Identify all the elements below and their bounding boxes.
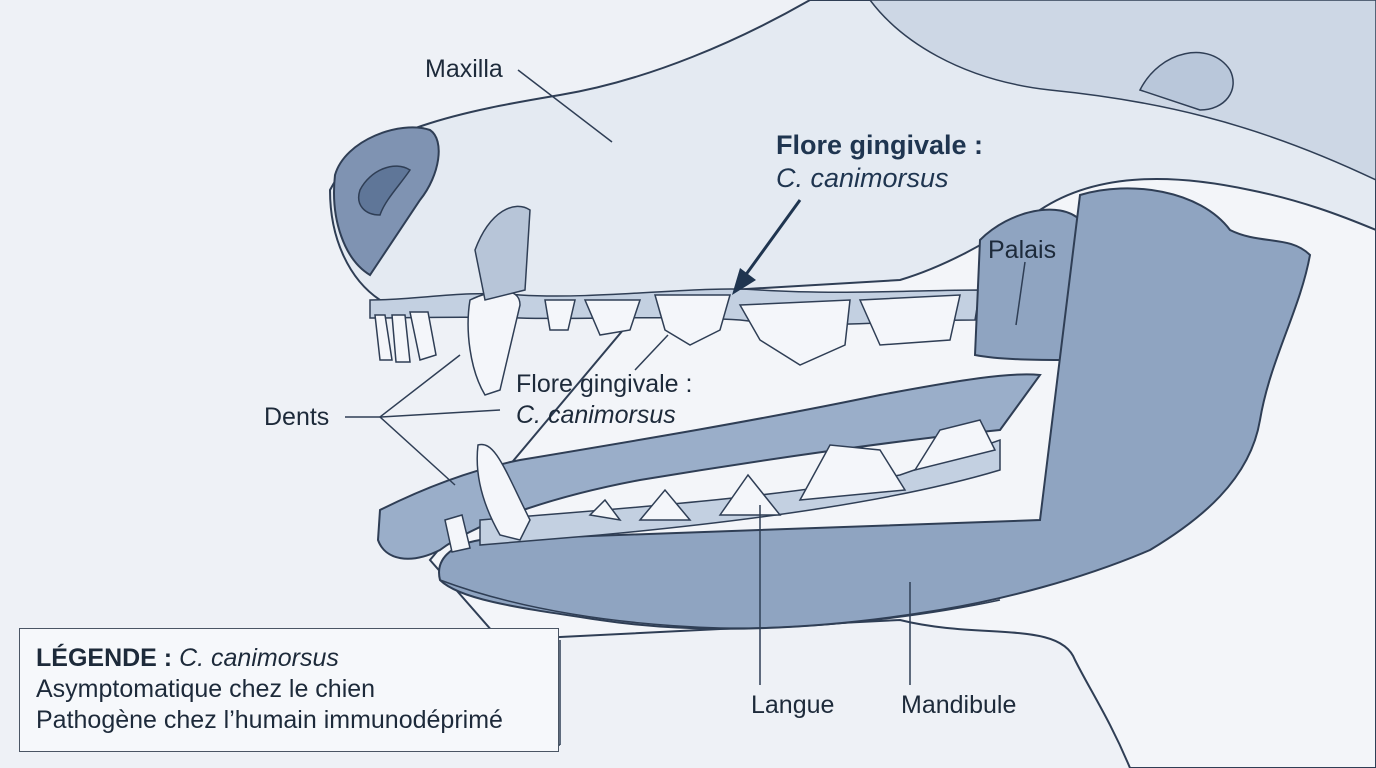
- jaw-lower-edge: [439, 579, 1001, 629]
- label-palais: Palais: [988, 236, 1057, 264]
- label-langue: Langue: [751, 691, 835, 719]
- mandible: [438, 187, 1312, 630]
- callout-arrow: [732, 199, 802, 295]
- lower-teeth: [444, 419, 997, 553]
- callout-primary: Flore gingivale : C. canimorsus: [776, 129, 983, 195]
- upper-canine-root: [474, 205, 531, 301]
- callout-secondary-title: Flore gingivale :: [516, 370, 693, 398]
- callout-secondary-species: C. canimorsus: [516, 401, 676, 429]
- legend-line-1: Asymptomatique chez le chien: [36, 675, 376, 703]
- legend-box: LÉGENDE : C. canimorsus Asymptomatique c…: [19, 628, 559, 752]
- callout-primary-species: C. canimorsus: [776, 163, 949, 193]
- legend-heading: LÉGENDE :: [36, 644, 173, 672]
- legend-species: C. canimorsus: [179, 644, 339, 672]
- ear: [1138, 51, 1234, 111]
- callout-primary-title: Flore gingivale :: [776, 130, 984, 160]
- skull-shade: [869, 0, 1376, 181]
- leader-lines: [345, 69, 1026, 746]
- label-maxilla: Maxilla: [425, 55, 503, 83]
- upper-teeth: [374, 290, 961, 396]
- callout-secondary: Flore gingivale : C. canimorsus: [516, 369, 692, 431]
- legend-line-2: Pathogène chez l’humain immunodéprimé: [36, 706, 503, 734]
- nose-inner: [358, 165, 412, 216]
- label-mandibule: Mandibule: [901, 691, 1017, 719]
- label-dents: Dents: [264, 403, 330, 431]
- legend-title: LÉGENDE : C. canimorsus: [36, 643, 542, 674]
